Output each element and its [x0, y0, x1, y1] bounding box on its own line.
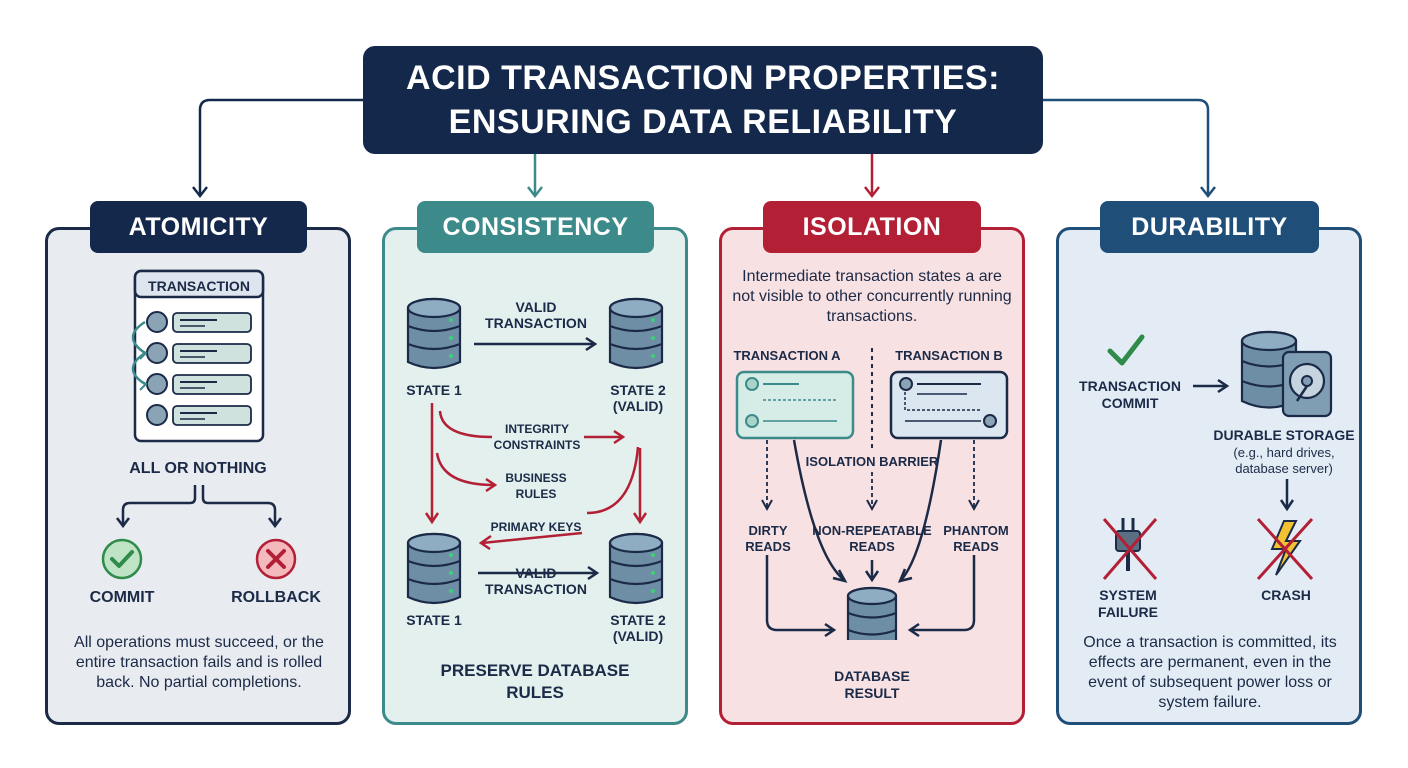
db-state2-bottom — [608, 532, 664, 605]
business-rules-label: BUSINESS RULES — [505, 471, 567, 501]
atomicity-description: All operations must succeed, or the enti… — [74, 634, 324, 691]
crash-label: CRASH — [1261, 587, 1311, 603]
db-state1-top — [406, 297, 462, 370]
durability-panel — [1056, 227, 1362, 725]
transaction-b-label: TRANSACTION B — [895, 348, 1003, 363]
state1-top-label: STATE 1 — [406, 382, 462, 398]
isolation-diagram — [735, 348, 1009, 640]
transaction-commit-label: TRANSACTION COMMIT — [1079, 378, 1181, 411]
atomicity-diagram — [116, 269, 282, 529]
commit-check-icon — [101, 538, 143, 580]
rollback-label: ROLLBACK — [231, 589, 321, 606]
all-or-nothing-label: ALL OR NOTHING — [129, 460, 267, 477]
durable-storage-label: DURABLE STORAGE — [1213, 427, 1355, 443]
valid-transaction-bottom: VALID TRANSACTION — [485, 565, 587, 597]
db-state2-top — [608, 297, 664, 370]
consistency-header: CONSISTENCY — [417, 201, 654, 253]
isolation-header: ISOLATION — [763, 201, 981, 253]
primary-keys-label: PRIMARY KEYS — [490, 520, 582, 534]
valid-transaction-top: VALID TRANSACTION — [485, 299, 587, 331]
commit-check-mark — [1107, 334, 1145, 366]
title-line-1: ACID TRANSACTION PROPERTIES: — [406, 59, 1000, 97]
durable-storage-examples: (e.g., hard drives, database server) — [1233, 445, 1335, 476]
phantom-reads-label: PHANTOM READS — [943, 523, 1009, 554]
durability-header: DURABILITY — [1100, 201, 1319, 253]
preserve-database-rules: PRESERVE DATABASE RULES — [440, 661, 630, 702]
database-result-label: DATABASE RESULT — [834, 668, 910, 701]
state2-bottom-label: STATE 2 (VALID) — [610, 612, 666, 644]
power-plug-icon — [1102, 518, 1158, 580]
main-title: ACID TRANSACTION PROPERTIES: ENSURING DA… — [363, 46, 1043, 154]
transaction-rows — [146, 311, 252, 426]
durability-description: Once a transaction is committed, its eff… — [1083, 634, 1337, 711]
transaction-label: TRANSACTION — [148, 278, 250, 294]
isolation-description: Intermediate transaction states a are no… — [732, 268, 1012, 325]
consistency-diagram — [406, 297, 664, 605]
commit-label: COMMIT — [89, 589, 155, 606]
durability-diagram — [1102, 330, 1333, 581]
state2-top-label: STATE 2 (VALID) — [610, 382, 666, 414]
crash-lightning-icon — [1256, 517, 1314, 581]
connector-atomicity — [198, 98, 363, 195]
connector-durability — [1043, 98, 1210, 195]
integrity-constraints-label: INTEGRITY CONSTRAINTS — [493, 422, 581, 452]
transaction-a-label: TRANSACTION A — [733, 348, 841, 363]
title-line-2: ENSURING DATA RELIABILITY — [448, 103, 958, 141]
isolation-barrier-label: ISOLATION BARRIER — [805, 454, 939, 469]
db-state1-bottom — [406, 532, 462, 605]
non-repeatable-reads-label: NON-REPEATABLE READS — [812, 523, 932, 554]
state1-bottom-label: STATE 1 — [406, 612, 462, 628]
dirty-reads-label: DIRTY READS — [745, 523, 791, 554]
rollback-x-icon — [255, 538, 297, 580]
atomicity-header: ATOMICITY — [90, 201, 307, 253]
system-failure-label: SYSTEM FAILURE — [1098, 587, 1158, 620]
durable-storage-icon — [1240, 330, 1333, 418]
